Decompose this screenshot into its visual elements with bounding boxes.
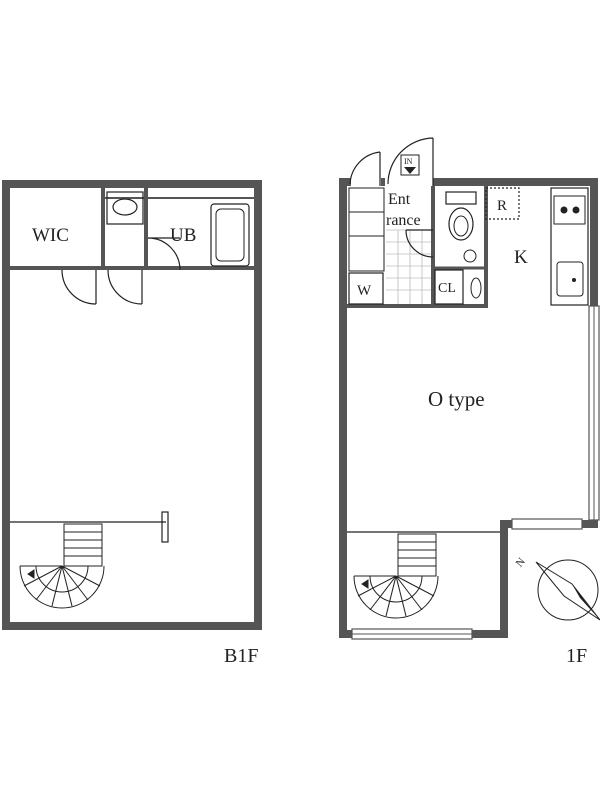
f1-label-refrigerator: R: [497, 198, 507, 214]
f1-toilet-tank: [445, 191, 477, 205]
f1-washer-box: [348, 272, 384, 305]
b1f-door-wash: [107, 269, 143, 305]
b1f-label-wic: WIC: [32, 225, 69, 246]
f1-entry-arrow: [404, 167, 416, 174]
b1f-floor-label: B1F: [224, 645, 258, 667]
compass-north-label: N: [514, 556, 528, 570]
f1-label-closet: CL: [438, 281, 456, 296]
f1-label-kitchen: K: [514, 247, 528, 268]
f1-door-toilet: [405, 229, 434, 258]
compass-needle: [535, 561, 600, 621]
f1-label-entrance-1: Ent: [388, 191, 411, 208]
f1-burner-left: [560, 206, 568, 214]
b1f-door-wic: [61, 269, 97, 305]
f1-window-lower: [511, 518, 583, 530]
f1-toilet-bowl: [448, 207, 474, 241]
b1f-stair-post: [161, 511, 169, 543]
f1-kitchen-counter: [550, 187, 589, 306]
b1f-sink-counter: [106, 191, 144, 225]
f1-burner-right: [572, 206, 580, 214]
b1f-label-ub: UB: [170, 225, 196, 246]
f1-kitchen-sink: [556, 261, 584, 297]
f1-label-entrance-2: rance: [386, 212, 421, 229]
f1-spiral-stair: [353, 533, 439, 619]
compass: N: [514, 556, 600, 621]
f1-stove: [553, 195, 586, 225]
f1-closet-box: [434, 269, 464, 305]
b1f-outer-wall: [2, 180, 262, 630]
f1-refrigerator: [485, 187, 520, 220]
f1-toilet-basin: [463, 249, 477, 263]
b1f-sink-bowl: [112, 198, 138, 216]
b1f-bathtub-inner: [215, 208, 245, 262]
f1-floor-label: 1F: [566, 645, 587, 667]
compass-needle-fill: [572, 584, 600, 620]
f1-door-entry: [387, 137, 434, 186]
f1-storage-opening: [351, 176, 381, 188]
f1-shoe-storage: [348, 187, 385, 272]
b1f-bathtub: [210, 203, 250, 267]
f1-kitchen-drain: [572, 278, 576, 282]
f1-door-storage: [349, 151, 381, 186]
f1-entry-marker: IN: [404, 157, 413, 166]
f1-label-main-room: O type: [428, 387, 485, 411]
b1f-door-ub: [147, 237, 181, 271]
f1-closet-fixture: [470, 277, 482, 299]
f1-toilet-seat: [453, 215, 469, 237]
b1f-spiral-stair: [19, 523, 105, 609]
b1f-floor: WIC UB B1F: [2, 180, 262, 667]
f1-floor: IN: [339, 137, 600, 667]
f1-entry-marker-box: [400, 154, 420, 176]
compass-ring: [537, 559, 599, 621]
f1-entry-opening: [385, 176, 433, 188]
f1-label-washer: W: [357, 283, 372, 299]
